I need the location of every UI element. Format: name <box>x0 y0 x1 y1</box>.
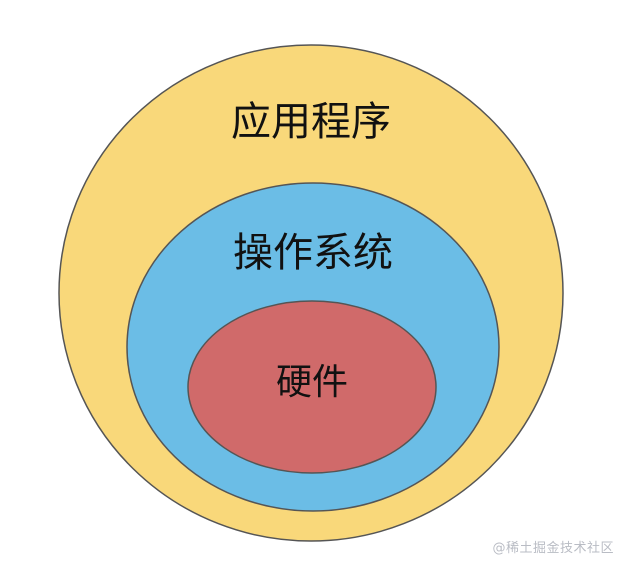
layer-operating-system-label: 操作系统 <box>233 230 393 276</box>
layer-hardware-label: 硬件 <box>276 362 348 403</box>
layer-hardware-shape <box>187 300 437 474</box>
layer-hardware: 硬件 <box>187 300 437 474</box>
watermark-text: @稀土掘金技术社区 <box>492 541 614 556</box>
layer-application-label: 应用程序 <box>231 99 391 145</box>
